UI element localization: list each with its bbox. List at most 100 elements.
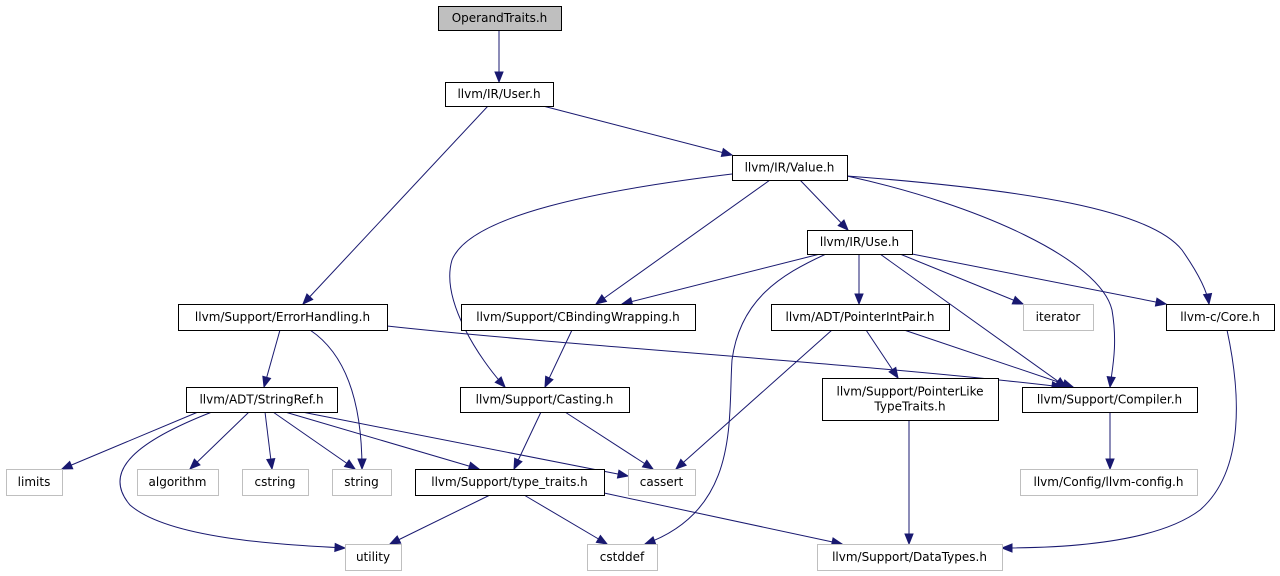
edge-stringref-to-cassert (301, 411, 630, 479)
node-use[interactable]: llvm/IR/Use.h (807, 230, 913, 255)
node-label: llvm/Support/PointerLike (836, 385, 983, 399)
edge-line (603, 492, 843, 545)
edge-line (911, 253, 1167, 305)
arrowhead-icon (595, 534, 609, 545)
arrowhead-icon (388, 535, 402, 545)
edge-line (284, 411, 480, 470)
node-box (628, 469, 696, 496)
edge-line (846, 175, 1210, 305)
node-box (807, 230, 913, 255)
node-utility: utility (345, 544, 402, 571)
edge-line (302, 105, 489, 305)
edge-line (119, 411, 346, 549)
node-box (1166, 304, 1275, 331)
node-cstring: cstring (242, 469, 309, 496)
edge-line (272, 411, 356, 470)
edge-line (386, 325, 1063, 388)
edge-line (621, 253, 821, 305)
edge-value-to-casting (449, 173, 733, 388)
edge-use-to-iterator (899, 253, 1025, 305)
arrowhead-icon (616, 469, 630, 479)
node-label: llvm/IR/Value.h (745, 161, 835, 175)
arrowhead-icon (262, 375, 272, 389)
node-pointerintpair[interactable]: llvm/ADT/PointerIntPair.h (771, 304, 950, 331)
node-cassert: cassert (628, 469, 696, 496)
arrowhead-icon (594, 294, 608, 305)
node-compiler[interactable]: llvm/Support/Compiler.h (1022, 387, 1198, 413)
edge-use-to-cbinding (620, 253, 821, 307)
arrowhead-icon (854, 293, 864, 306)
edge-line (544, 329, 573, 388)
edge-stringref-to-string (272, 411, 357, 470)
edge-line (449, 173, 733, 388)
edge-use-to-core (911, 253, 1168, 307)
node-label: llvm/Support/Compiler.h (1037, 393, 1182, 407)
arrowhead-icon (1154, 297, 1168, 307)
node-label: llvm/ADT/PointerIntPair.h (786, 310, 935, 324)
arrowhead-icon (334, 542, 347, 553)
node-box (771, 304, 950, 331)
node-label: llvm-c/Core.h (1180, 310, 1260, 324)
arrowhead-icon (1000, 543, 1013, 553)
arrowhead-icon (888, 366, 899, 380)
node-core[interactable]: llvm-c/Core.h (1166, 304, 1275, 331)
node-value[interactable]: llvm/IR/Value.h (732, 155, 848, 181)
arrowhead-icon (1105, 458, 1115, 471)
node-label: limits (18, 475, 51, 489)
node-label: string (344, 475, 378, 489)
node-casting[interactable]: llvm/Support/Casting.h (460, 387, 630, 413)
node-stringref[interactable]: llvm/ADT/StringRef.h (186, 387, 338, 413)
edge-line (189, 411, 250, 470)
node-box (1023, 304, 1094, 331)
node-box (1020, 469, 1198, 496)
edge-line (879, 253, 1067, 388)
edge-casting-to-cassert (564, 411, 655, 470)
arrowhead-icon (189, 458, 201, 470)
node-cstddef: cstddef (587, 544, 658, 571)
edge-pointerintpair-to-cassert (674, 329, 833, 470)
edge-line (1001, 329, 1237, 549)
node-typetraits[interactable]: llvm/Support/type_traits.h (415, 469, 605, 496)
node-box (461, 304, 696, 331)
node-algorithm: algorithm (137, 469, 219, 496)
arrowhead-icon (494, 71, 504, 84)
edge-line (899, 253, 1024, 305)
edge-value-to-use (799, 179, 849, 231)
edge-typetraits-to-utility (388, 494, 491, 545)
edge-use-to-cstddef (643, 253, 827, 545)
edge-stringref-to-limits (60, 411, 199, 470)
node-label: cassert (640, 475, 684, 489)
node-user[interactable]: llvm/IR/User.h (445, 82, 554, 107)
node-label: iterator (1036, 310, 1081, 324)
edge-user-to-errorhandling (302, 105, 489, 305)
node-operandtraits[interactable]: OperandTraits.h (438, 6, 562, 31)
node-cbinding[interactable]: llvm/Support/CBindingWrapping.h (461, 304, 696, 331)
arrowhead-icon (343, 459, 357, 470)
node-iterator: iterator (1023, 304, 1094, 331)
node-label: cstring (254, 475, 295, 489)
edge-core-to-datatypes (1000, 329, 1237, 553)
edge-line (61, 411, 199, 470)
node-box (178, 304, 388, 331)
node-box (6, 469, 63, 496)
node-errorhandling[interactable]: llvm/Support/ErrorHandling.h (178, 304, 388, 331)
edge-line (675, 329, 833, 470)
edge-value-to-cbinding (594, 179, 771, 305)
node-box (438, 6, 562, 31)
node-label: utility (356, 550, 390, 564)
nodes-layer: OperandTraits.h llvm/IR/User.h llvm/IR/Val… (6, 6, 1275, 571)
node-box (242, 469, 309, 496)
node-label: llvm/IR/Use.h (820, 235, 899, 249)
edge-stringref-to-utility (119, 411, 347, 553)
node-box (137, 469, 219, 496)
edge-pointerintpair-to-pointerlike (865, 329, 899, 380)
arrowhead-icon (720, 147, 734, 157)
edge-line (564, 411, 654, 470)
edge-errorhandling-to-stringref (262, 329, 281, 389)
edge-compiler-to-llvmconfig (1105, 412, 1115, 471)
node-box (345, 544, 402, 571)
node-label: llvm/Support/DataTypes.h (832, 550, 987, 564)
edge-user-to-value (542, 105, 734, 157)
